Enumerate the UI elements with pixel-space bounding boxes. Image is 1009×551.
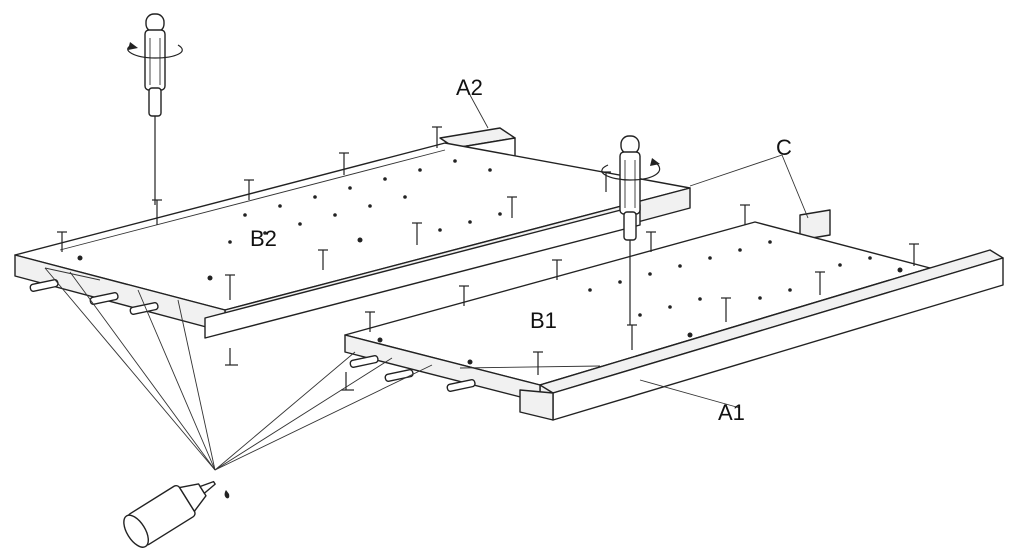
screw-icon bbox=[432, 126, 442, 148]
dowel-icon bbox=[349, 355, 379, 368]
dowel-icon bbox=[446, 379, 476, 392]
b2-hole-rows bbox=[77, 159, 502, 281]
screw-icon bbox=[552, 259, 562, 280]
screwdriver-icon bbox=[601, 135, 661, 325]
screw-icon bbox=[225, 348, 238, 366]
label-b1: B1 bbox=[530, 308, 557, 333]
label-b2: B2 bbox=[250, 226, 277, 251]
label-c: C bbox=[776, 135, 792, 160]
screwdriver-icon bbox=[127, 13, 183, 205]
b2-dowels bbox=[29, 279, 159, 315]
screw-icon bbox=[244, 179, 254, 200]
screw-icon bbox=[721, 297, 731, 322]
screw-icon bbox=[533, 351, 543, 375]
glue-lines bbox=[44, 267, 433, 471]
screw-icon bbox=[815, 271, 825, 295]
screw-icon bbox=[225, 274, 235, 300]
screw-icon bbox=[412, 222, 422, 245]
label-a1: A1 bbox=[718, 400, 745, 425]
screw-icon bbox=[627, 324, 637, 350]
screw-icon bbox=[341, 372, 354, 391]
dowel-icon bbox=[89, 292, 119, 305]
b1-hole-rows bbox=[377, 240, 903, 365]
screw-icon bbox=[909, 243, 919, 266]
screw-icon bbox=[339, 152, 349, 175]
label-a2: A2 bbox=[456, 75, 483, 100]
b1-dowels bbox=[349, 355, 476, 392]
screw-icon bbox=[318, 249, 328, 270]
screw-icon bbox=[646, 231, 656, 252]
screw-icon bbox=[152, 199, 162, 225]
dowel-icon bbox=[129, 302, 159, 315]
panel-b2 bbox=[14, 142, 691, 339]
b2-screws bbox=[57, 126, 611, 366]
glue-bottle-icon bbox=[123, 480, 230, 548]
leader-lines bbox=[469, 94, 809, 409]
dowel-icon bbox=[384, 369, 414, 382]
screw-icon bbox=[507, 196, 517, 218]
screw-icon bbox=[365, 311, 375, 332]
screw-icon bbox=[459, 285, 469, 306]
screw-icon bbox=[57, 231, 67, 252]
rail-a1 bbox=[519, 249, 1004, 421]
b1-screws bbox=[341, 204, 919, 391]
screw-icon bbox=[740, 204, 750, 225]
